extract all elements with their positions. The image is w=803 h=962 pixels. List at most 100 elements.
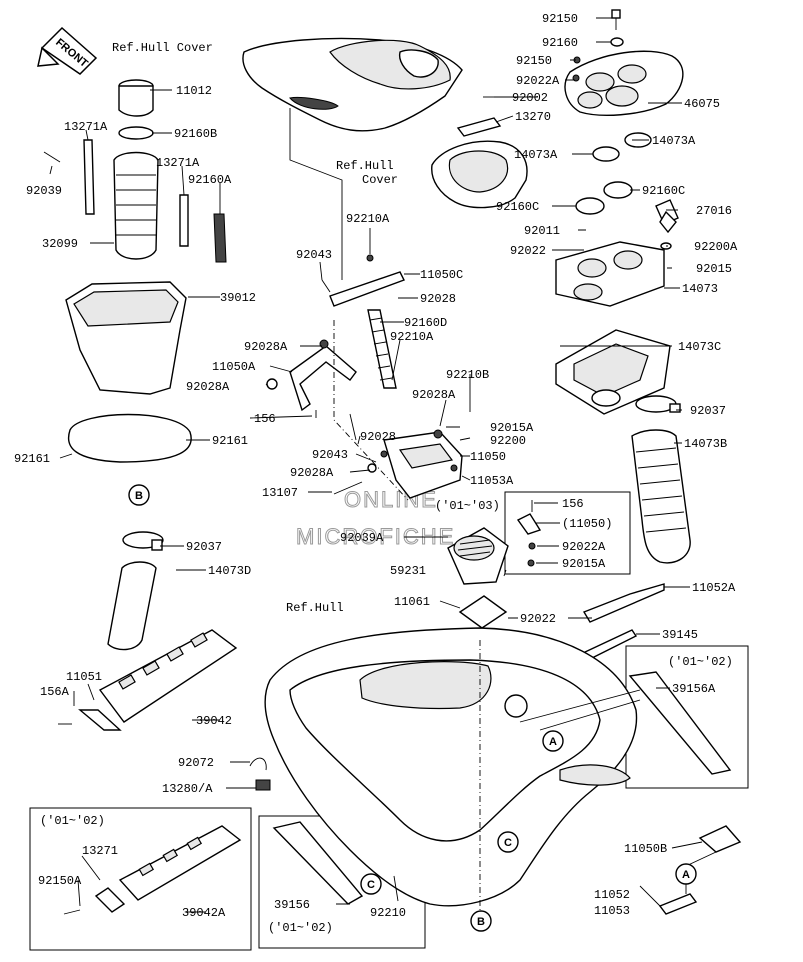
label-92150-a: 92150 [542, 12, 578, 26]
label-92015: 92015 [696, 262, 732, 276]
label-39012: 39012 [220, 291, 256, 305]
label-92160: 92160 [542, 36, 578, 50]
label-92160C-a: 92160C [642, 184, 685, 198]
clamp-92037-left [122, 531, 164, 551]
clamp-92037-right [635, 395, 681, 413]
plate-39042 [98, 629, 238, 723]
callout-a-hull: A [542, 730, 564, 752]
label-92039: 92039 [26, 184, 62, 198]
bracket-11050B [698, 825, 742, 853]
clip-92072 [249, 757, 267, 771]
label-92022-b: 92022 [520, 612, 556, 626]
label-92043-a: 92043 [296, 248, 332, 262]
label-92161-b: 92161 [14, 452, 50, 466]
pad-13280 [255, 779, 271, 791]
callout-c-hull: C [497, 831, 519, 853]
spring-92160D [367, 309, 397, 389]
plate-11051 [78, 709, 122, 731]
ring-14073A-a [592, 146, 620, 162]
svg-text:B: B [477, 916, 485, 928]
valve-27016 [655, 199, 679, 250]
box-0103 [504, 491, 631, 575]
ring-92160B [118, 126, 154, 140]
label-27016: 27016 [696, 204, 732, 218]
front-arrow: FRONT [37, 26, 98, 75]
svg-text:C: C [504, 837, 512, 849]
flap-39156 [272, 821, 364, 905]
cap-11012 [118, 79, 154, 117]
label-13280A: 13280/A [162, 782, 213, 796]
label-11050A: 11050A [212, 360, 256, 374]
year-0102-mid: ('01~'02) [268, 921, 333, 935]
label-14073A-b: 14073A [514, 148, 558, 162]
hull-cover-mid [431, 140, 528, 209]
svg-text:A: A [549, 736, 557, 748]
callout-a-right: A [675, 863, 697, 885]
rail-11052A [582, 583, 665, 623]
label-92022A: 92022A [516, 74, 560, 88]
label-92150-b: 92150 [516, 54, 552, 68]
svg-text:B: B [135, 490, 143, 502]
label-11012: 11012 [176, 84, 212, 98]
callout-b-bottom: B [470, 910, 492, 932]
label-39145: 39145 [662, 628, 698, 642]
bracket-11050C [321, 254, 405, 307]
ring-92160C-a [575, 197, 605, 215]
label-92022-a: 92022 [510, 244, 546, 258]
label-156-b: 156 [562, 497, 584, 511]
label-156-a: 156 [254, 412, 276, 426]
strip-92160A [213, 213, 227, 263]
screw-92150A [63, 909, 81, 915]
bracket-11052 [658, 893, 698, 915]
year-0102-right: ('01~'02) [668, 655, 733, 669]
label-92200: 92200 [490, 434, 526, 448]
plate-13270 [456, 117, 502, 137]
label-92028A-b: 92028A [186, 380, 230, 394]
label-92039A: 92039A [340, 531, 384, 545]
label-92037-a: 92037 [690, 404, 726, 418]
gasket-92161 [67, 413, 192, 463]
label-92028-b: 92028 [360, 430, 396, 444]
label-92210A-b: 92210A [390, 330, 434, 344]
leader-lines [49, 17, 703, 913]
hose-14073D [107, 561, 157, 651]
svg-text:C: C [367, 879, 375, 891]
label-11050-par: (11050) [562, 517, 612, 531]
label-59231: 59231 [390, 564, 426, 578]
plate-13271 [94, 887, 126, 913]
label-92072: 92072 [178, 756, 214, 770]
label-14073C: 14073C [678, 340, 721, 354]
label-156A: 156A [40, 685, 70, 699]
label-92160A: 92160A [188, 173, 232, 187]
label-46075: 46075 [684, 97, 720, 111]
watermark: ONLINE MICROFICHE [296, 487, 455, 550]
label-92015A-a: 92015A [490, 421, 534, 435]
label-11050B: 11050B [624, 842, 667, 856]
label-92028-a: 92028 [420, 292, 456, 306]
flap-39156A [628, 671, 732, 775]
label-39042: 39042 [196, 714, 232, 728]
bracket-11050A [266, 339, 357, 418]
label-92161-a: 92161 [212, 434, 248, 448]
label-14073: 14073 [682, 282, 718, 296]
callout-b-top: B [128, 484, 150, 506]
ref-hull-cover-mid-2: Cover [362, 173, 398, 187]
label-92160C-b: 92160C [496, 200, 539, 214]
year-0102-left: ('01~'02) [40, 814, 105, 828]
label-11050: 11050 [470, 450, 506, 464]
bracket-11050 [333, 413, 463, 499]
label-14073B: 14073B [684, 437, 727, 451]
tray-14073C [555, 329, 671, 415]
strip-13271A-a [83, 139, 95, 215]
hull-cover-top [242, 37, 463, 132]
pin-92039 [43, 151, 61, 163]
label-11061: 11061 [394, 595, 430, 609]
bellows-32099 [113, 151, 159, 260]
label-11051: 11051 [66, 670, 102, 684]
label-32099: 32099 [42, 237, 78, 251]
label-39156A: 39156A [672, 682, 716, 696]
label-92015A-b: 92015A [562, 557, 606, 571]
watermark-line2: MICROFICHE [296, 524, 455, 549]
gasket-11061 [458, 595, 508, 629]
